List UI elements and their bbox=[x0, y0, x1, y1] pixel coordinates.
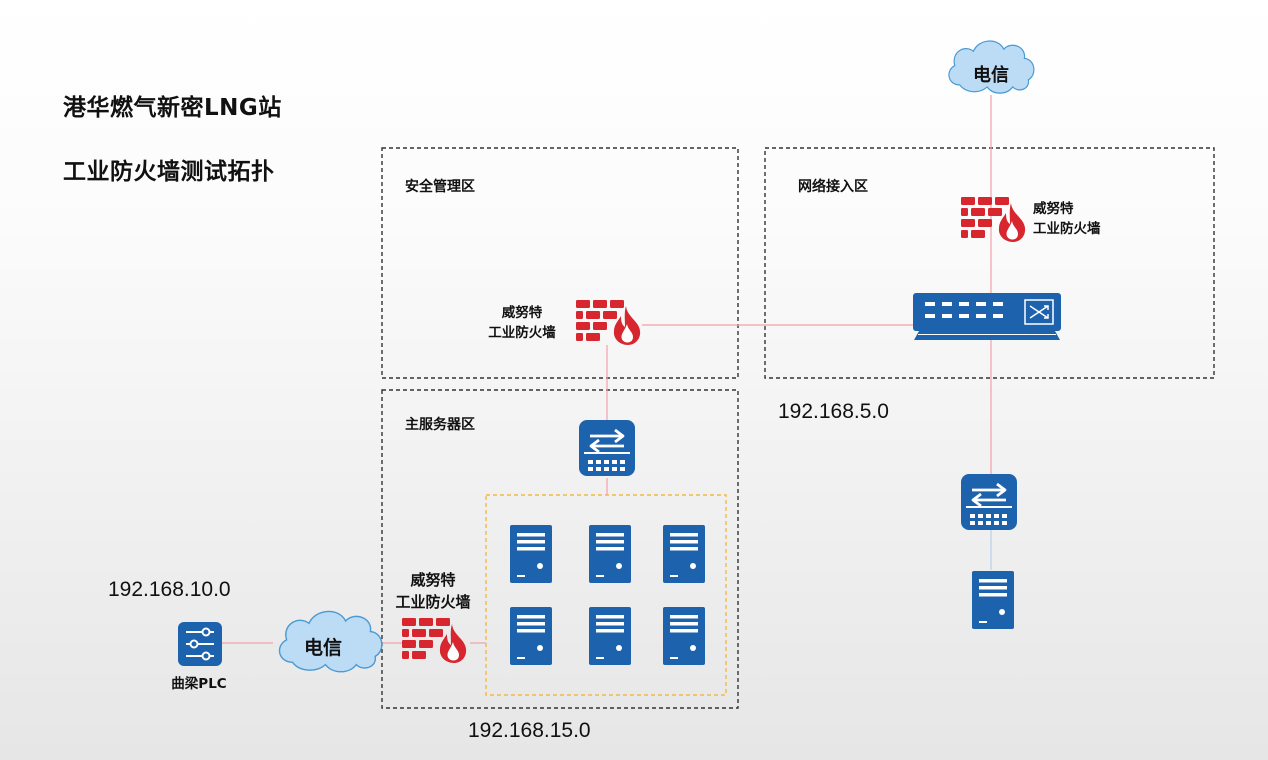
diagram-title: 港华燃气新密LNG站 bbox=[63, 95, 282, 121]
firewall-security-line2: 工业防火墙 bbox=[488, 324, 556, 341]
firewall-main-line1: 威努特 bbox=[410, 571, 455, 589]
zone-security-box bbox=[381, 147, 739, 379]
server-icon bbox=[510, 525, 552, 583]
subnet-label-10: 192.168.10.0 bbox=[108, 578, 231, 601]
firewall-security-line1: 威努特 bbox=[502, 304, 543, 321]
plc-label: 曲梁PLC bbox=[171, 675, 226, 692]
server-icon bbox=[663, 525, 705, 583]
server-icon bbox=[589, 525, 631, 583]
server-icon bbox=[972, 571, 1014, 629]
server-icon bbox=[589, 607, 631, 665]
diagram-subtitle: 工业防火墙测试拓扑 bbox=[63, 159, 275, 185]
zone-network-access-box bbox=[764, 147, 1215, 379]
router-icon bbox=[577, 418, 637, 478]
router-icon bbox=[959, 472, 1019, 532]
firewall-icon bbox=[576, 300, 641, 345]
network-links bbox=[222, 95, 992, 644]
server-group-box bbox=[485, 494, 727, 696]
zone-main-server-box bbox=[381, 389, 739, 709]
zone-label-network-access: 网络接入区 bbox=[798, 178, 868, 195]
zone-label-security: 安全管理区 bbox=[405, 178, 475, 195]
firewall-icon bbox=[961, 197, 1026, 242]
firewall-main-line2: 工业防火墙 bbox=[395, 593, 470, 611]
firewall-access-line2: 工业防火墙 bbox=[1033, 220, 1101, 237]
subnet-label-5: 192.168.5.0 bbox=[778, 400, 889, 423]
subnet-label-15: 192.168.15.0 bbox=[468, 719, 591, 742]
firewall-access-line1: 威努特 bbox=[1033, 200, 1074, 217]
plc-icon bbox=[178, 622, 222, 666]
cloud-bottom-label: 电信 bbox=[304, 636, 342, 659]
zone-label-main-server: 主服务器区 bbox=[405, 416, 475, 433]
firewall-icon bbox=[402, 618, 467, 663]
server-icon bbox=[510, 607, 552, 665]
cloud-top-label: 电信 bbox=[973, 64, 1009, 86]
switch-icon bbox=[913, 293, 1061, 340]
server-icon bbox=[663, 607, 705, 665]
